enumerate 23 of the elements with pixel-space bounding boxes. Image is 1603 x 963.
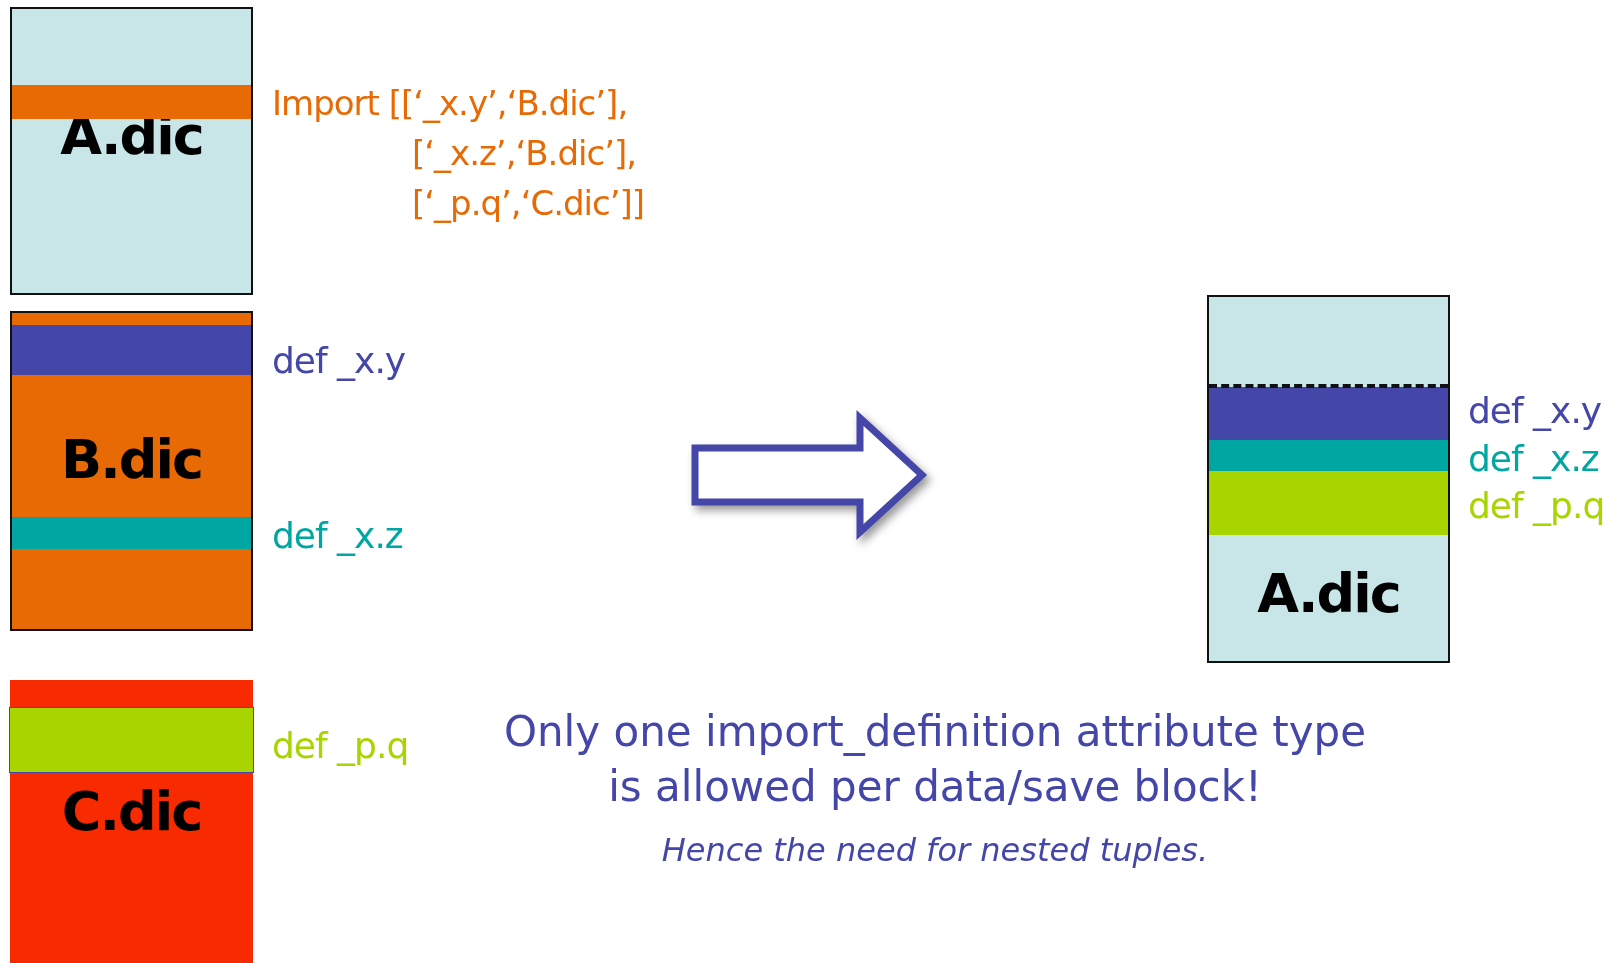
- dictionary-block: [10, 311, 253, 631]
- note-text: Hence the need for nested tuples.: [660, 830, 1210, 871]
- dictionary-name: A.dic: [1256, 562, 1401, 625]
- dictionary-name: B.dic: [60, 428, 203, 491]
- definition-label: def _x.y: [1468, 390, 1602, 431]
- definition-label: def _x.z: [1468, 438, 1599, 479]
- dictionary-name: C.dic: [60, 780, 203, 843]
- layer-band: [12, 85, 251, 119]
- rule-text: Only one import_definition attribute type is allowed per data/save block!: [502, 706, 1368, 813]
- layer-band: [1209, 387, 1448, 440]
- layer-band: [12, 325, 251, 375]
- layer-band: [12, 517, 251, 549]
- layer-band: [1209, 471, 1448, 535]
- definition-label: def _p.q: [1468, 485, 1603, 526]
- layer-band: [1209, 440, 1448, 471]
- dictionary-block: [1207, 295, 1450, 663]
- definition-label: def _x.z: [272, 515, 403, 556]
- import-statement: Import [[‘_x.y’,‘B.dic’], [‘_x.z’,‘B.dic’], [‘_p.q’,‘C.dic’]]: [272, 82, 646, 225]
- definition-label: def _x.y: [272, 340, 406, 381]
- dictionary-block: [10, 7, 253, 295]
- definition-label: def _p.q: [272, 725, 409, 766]
- dictionary-block: [10, 680, 253, 963]
- layer-band: [10, 708, 253, 772]
